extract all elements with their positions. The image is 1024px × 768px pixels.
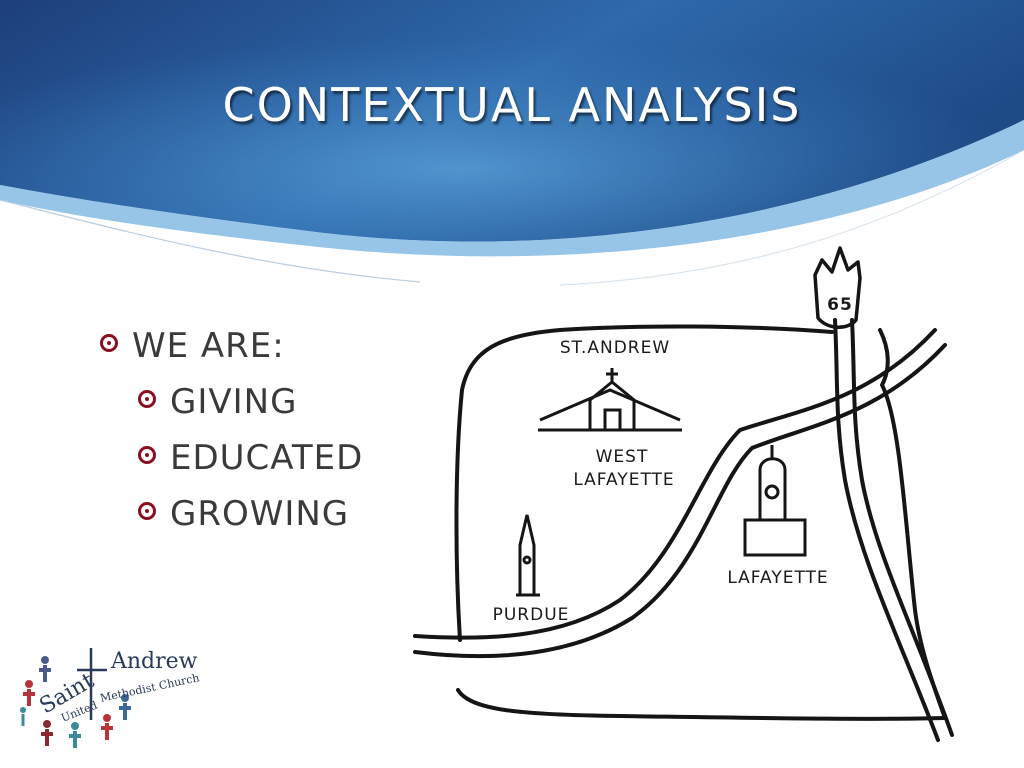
area-map: 65 ST.ANDREW WEST LAFAYETTE LAFAYETTE PU… bbox=[413, 246, 954, 742]
bullet-text: GIVING bbox=[170, 382, 298, 422]
highway-number: 65 bbox=[827, 295, 853, 315]
church-icon bbox=[538, 368, 682, 432]
map-label-st-andrew: ST.ANDREW bbox=[560, 338, 670, 358]
main-road bbox=[413, 343, 947, 659]
target-bullet-icon bbox=[138, 446, 156, 464]
map-label-west-lafayette: LAFAYETTE bbox=[573, 470, 674, 490]
church-logo: Andrew Saint United Methodist Church bbox=[20, 648, 201, 748]
boundary-road bbox=[456, 688, 947, 721]
map-label-west: WEST bbox=[596, 447, 649, 467]
target-bullet-icon bbox=[138, 502, 156, 520]
highway-65-road bbox=[850, 318, 954, 737]
slide-title: CONTEXTUAL ANALYSIS bbox=[222, 78, 802, 132]
map-label-purdue: PURDUE bbox=[493, 605, 570, 625]
header-banner bbox=[0, 0, 1024, 286]
highway-65-road bbox=[833, 318, 940, 742]
bullet-item-educated: EDUCATED bbox=[100, 434, 363, 490]
highway-shield bbox=[813, 246, 862, 329]
logo-andrew: Andrew bbox=[110, 649, 198, 674]
purdue-tower-icon bbox=[516, 514, 540, 597]
cross-icon bbox=[77, 648, 107, 720]
bullet-item-main: WE ARE: bbox=[100, 322, 363, 378]
people-figures-icon bbox=[20, 656, 131, 748]
boundary-road bbox=[878, 328, 947, 720]
main-road bbox=[413, 328, 937, 640]
bullet-text: WE ARE: bbox=[132, 326, 285, 366]
map-label-lafayette: LAFAYETTE bbox=[727, 568, 828, 588]
bullet-list: WE ARE: GIVING EDUCATED GROWING bbox=[100, 322, 363, 546]
target-bullet-icon bbox=[138, 390, 156, 408]
logo-methodist-church: Methodist Church bbox=[99, 671, 201, 705]
boundary-road bbox=[454, 324, 834, 642]
bullet-item-giving: GIVING bbox=[100, 378, 363, 434]
target-bullet-icon bbox=[100, 334, 118, 352]
bullet-text: GROWING bbox=[170, 494, 350, 534]
bullet-item-growing: GROWING bbox=[100, 490, 363, 546]
courthouse-icon bbox=[743, 445, 807, 557]
bullet-text: EDUCATED bbox=[170, 438, 364, 478]
